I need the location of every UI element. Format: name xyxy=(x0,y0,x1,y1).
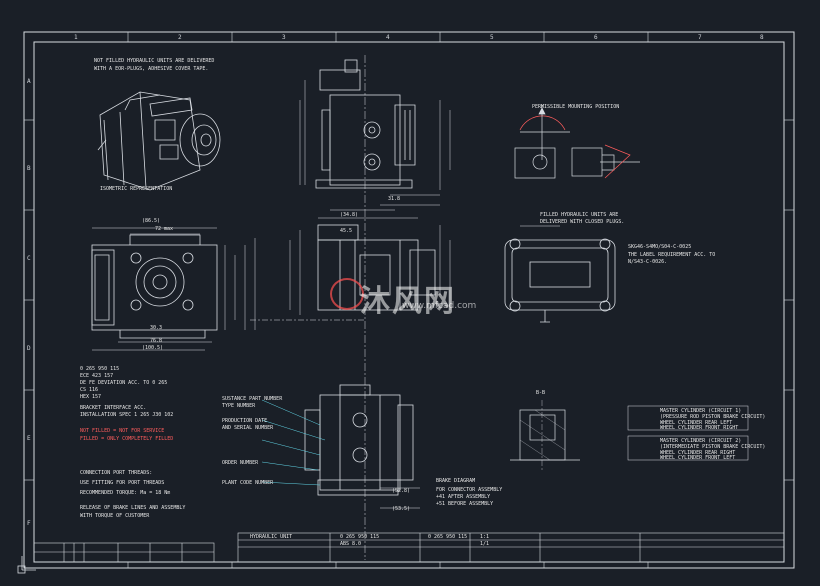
part-label-1: TYPE NUMBER xyxy=(222,403,256,409)
isometric-view xyxy=(97,91,221,191)
dim-d1: 30.3 xyxy=(150,325,163,331)
gen-note-3: CS 116 xyxy=(80,387,99,393)
dim-h3: 31.8 xyxy=(388,196,401,202)
legend1-2: WHEEL CYLINDER REAR LEFT xyxy=(660,420,733,426)
title-drawing-no: 0 265 950 115 xyxy=(428,534,468,540)
zone-side-a: A xyxy=(27,78,31,85)
dim-h2: 45.5 xyxy=(340,228,353,234)
gen-note-9: NOT FILLED = NOT FOR SERVICE xyxy=(80,428,165,434)
label-head: SKG46-S4MO/S04-C-0025 xyxy=(628,244,692,250)
dim-d2: 76.8 xyxy=(150,338,163,344)
gen-note-6: BRACKET INTERFACE ACC. xyxy=(80,405,147,411)
part-label-3: AND SERIAL NUMBER xyxy=(222,425,274,431)
part-label-0: SUSTANCE PART NUMBER xyxy=(222,396,283,402)
housing-bottom-view xyxy=(504,225,616,323)
zone-top-5: 5 xyxy=(490,34,494,41)
side-view-upper xyxy=(315,55,416,560)
zone-top-4: 4 xyxy=(386,34,390,41)
gen-note-12: USE FITTING FOR PORT THREADS xyxy=(80,480,165,486)
top-view xyxy=(91,227,256,351)
iso-caption: ISOMETRIC REPRESENTATION xyxy=(100,186,173,192)
zone-top-1: 1 xyxy=(74,34,78,41)
zone-top-8: 8 xyxy=(760,34,764,41)
gen-note-7: INSTALLATION SPEC 1 265 J30 102 xyxy=(80,412,174,418)
iso-note-line2: WITH A EOR-PLUGS, ADHESIVE COVER TAPE. xyxy=(94,66,209,72)
title-name: HYDRAULIC UNIT xyxy=(250,534,293,540)
dim-h1: (34.8) xyxy=(340,212,359,218)
legend2-0: MASTER CYLINDER (CIRCUIT 2) xyxy=(660,438,742,444)
dim-top-inner: 72 max xyxy=(155,226,174,232)
gen-note-10: FILLED = ONLY COMPLETELY FILLED xyxy=(80,436,174,442)
gen-note-14: RELEASE OF BRAKE LINES AND ASSEMBLY xyxy=(80,505,186,511)
iso-note-line1: NOT FILLED HYDRAULIC UNITS ARE DELIVERED xyxy=(94,58,215,64)
dim-top-width: (86.5) xyxy=(142,218,161,224)
legend1-1: (PRESSURE ROD PISTON BRAKE CIRCUIT) xyxy=(660,414,766,420)
zone-side-d: D xyxy=(27,345,31,352)
zone-side-f: F xyxy=(27,520,31,527)
zone-side-b: B xyxy=(27,165,31,172)
zone-side-e: E xyxy=(27,435,31,442)
legend1-0: MASTER CYLINDER (CIRCUIT 1) xyxy=(660,408,742,414)
legend2-2: WHEEL CYLINDER REAR RIGHT xyxy=(660,450,736,456)
dim-d3: (100.5) xyxy=(142,345,164,351)
gen-note-15: WITH TORQUE OF CUSTOMER xyxy=(80,513,150,519)
gen-note-13: RECOMMENDED TORQUE: Ma = 18 Nm xyxy=(80,490,171,496)
mounting-title: PERMISSIBLE MOUNTING POSITION xyxy=(532,104,620,110)
part-label-5: PLANT CODE NUMBER xyxy=(222,480,274,486)
filled-note-2: DELIVERED WITH CLOSED PLUGS. xyxy=(540,219,625,225)
legend1-3: WHEEL CYLINDER FRONT RIGHT xyxy=(660,425,739,431)
side-view-middle xyxy=(250,209,451,321)
mounting-position-diagram xyxy=(514,105,640,179)
part-label-4: ORDER NUMBER xyxy=(222,460,259,466)
dim-d4: (52.8) xyxy=(392,488,411,494)
zone-top-7: 7 xyxy=(698,34,702,41)
section-b-b xyxy=(510,400,580,470)
watermark-url: www.mfcad.com xyxy=(402,301,477,311)
label-note-1: THE LABEL REQUIREMENT ACC. TO xyxy=(628,252,716,258)
title-code2: ABS 8.0 xyxy=(340,541,362,547)
brake-title: BRAKE DIAGRAM xyxy=(436,478,476,484)
legend2-3: WHEEL CYLINDER FRONT LEFT xyxy=(660,455,736,461)
brake-note-2: +51 BEFORE ASSEMBLY xyxy=(436,501,494,507)
gen-note-2: DE FE DEVIATION ACC. TO 0 265 xyxy=(80,380,168,386)
title-sheet: 1/1 xyxy=(480,541,490,547)
gen-note-1: ECE 423 157 xyxy=(80,373,114,379)
watermark-text: 沐风网 xyxy=(360,284,456,319)
dim-d5: (53.5) xyxy=(392,506,411,512)
title-scale: 1:1 xyxy=(480,534,490,540)
watermark-logo xyxy=(330,278,364,310)
brake-note-0: FOR CONNECTOR ASSEMBLY xyxy=(436,487,503,493)
brake-note-1: +41 AFTER ASSEMBLY xyxy=(436,494,491,500)
label-note-2: N/S43-C-0026. xyxy=(628,259,668,265)
zone-top-6: 6 xyxy=(594,34,598,41)
section-label: B-B xyxy=(536,390,546,396)
gen-note-11: CONNECTION PORT THREADS: xyxy=(80,470,153,476)
title-block xyxy=(33,532,785,563)
zone-top-3: 3 xyxy=(282,34,286,41)
side-view-lower xyxy=(304,384,420,509)
port-legend xyxy=(627,405,749,461)
zone-top-2: 2 xyxy=(178,34,182,41)
zone-side-c: C xyxy=(27,255,31,262)
title-code1: 0 265 950 115 xyxy=(340,534,380,540)
part-label-2: PRODUCTION DATE xyxy=(222,418,268,424)
gen-note-0: 0 265 950 115 xyxy=(80,366,120,372)
legend2-1: (INTERMEDIATE PISTON BRAKE CIRCUIT) xyxy=(660,444,766,450)
gen-note-4: HEX 157 xyxy=(80,394,102,400)
filled-note-1: FILLED HYDRAULIC UNITS ARE xyxy=(540,212,619,218)
